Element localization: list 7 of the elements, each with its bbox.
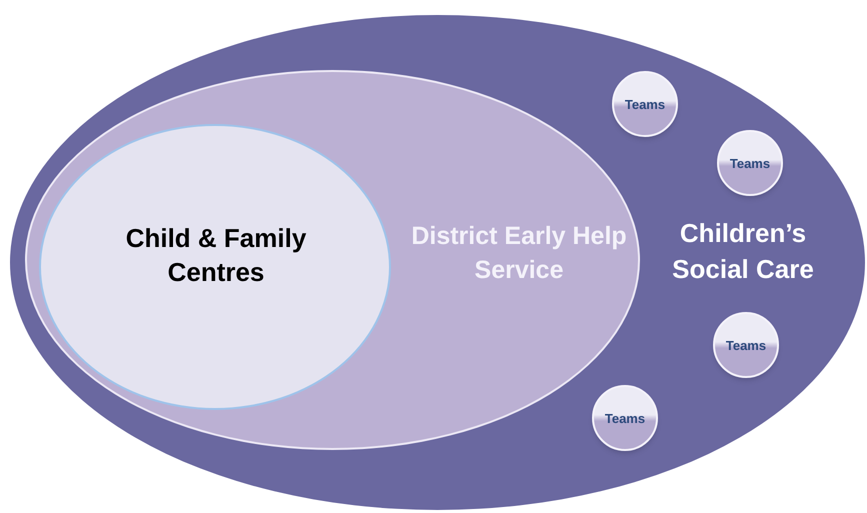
ellipse-label: Child & Family Centres xyxy=(124,222,308,289)
ellipse-label: District Early Help Service xyxy=(410,221,628,286)
team-label: Teams xyxy=(724,337,768,355)
ellipse-label: Children’s Social Care xyxy=(671,217,815,286)
team-label: Teams xyxy=(624,96,666,114)
team-label: Teams xyxy=(604,410,646,428)
team-label: Teams xyxy=(728,155,772,173)
